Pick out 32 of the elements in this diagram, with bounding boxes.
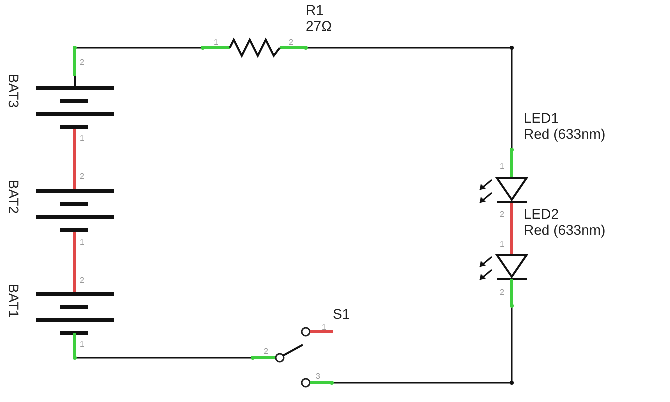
pin-number: 2 [289,38,294,47]
part-name: BAT1 [6,284,22,318]
pin-number: 1 [500,162,504,171]
pin-number: 1 [80,340,84,349]
pin-number: 1 [500,240,504,249]
part-name: S1 [333,306,350,322]
wire [75,47,203,49]
part-value: Red (633nm) [524,222,606,238]
part-name: R1 [306,2,324,18]
part-name: BAT3 [6,74,22,108]
wire [74,230,76,294]
pin-number: 2 [80,58,84,67]
pin-number: 1 [80,134,84,143]
wire [74,127,76,191]
pin-number: 1 [322,323,326,332]
wire [75,357,253,359]
pin-number: 1 [214,38,218,47]
part-value: 27Ω [306,18,332,34]
part-name: LED2 [524,206,560,222]
part-name: BAT2 [6,180,22,214]
pin-number: 2 [80,172,84,181]
pin-number: 2 [264,347,268,356]
wire [510,203,514,255]
part-name: LED1 [524,110,560,126]
pin-number: 2 [500,288,504,297]
wire [332,306,513,384]
pin-number: 1 [80,238,84,247]
pin-number: 2 [500,210,504,219]
pin-number: 2 [80,276,84,285]
part-value: Red (633nm) [524,126,606,142]
pin-number: 3 [316,372,320,381]
wire [306,47,513,150]
